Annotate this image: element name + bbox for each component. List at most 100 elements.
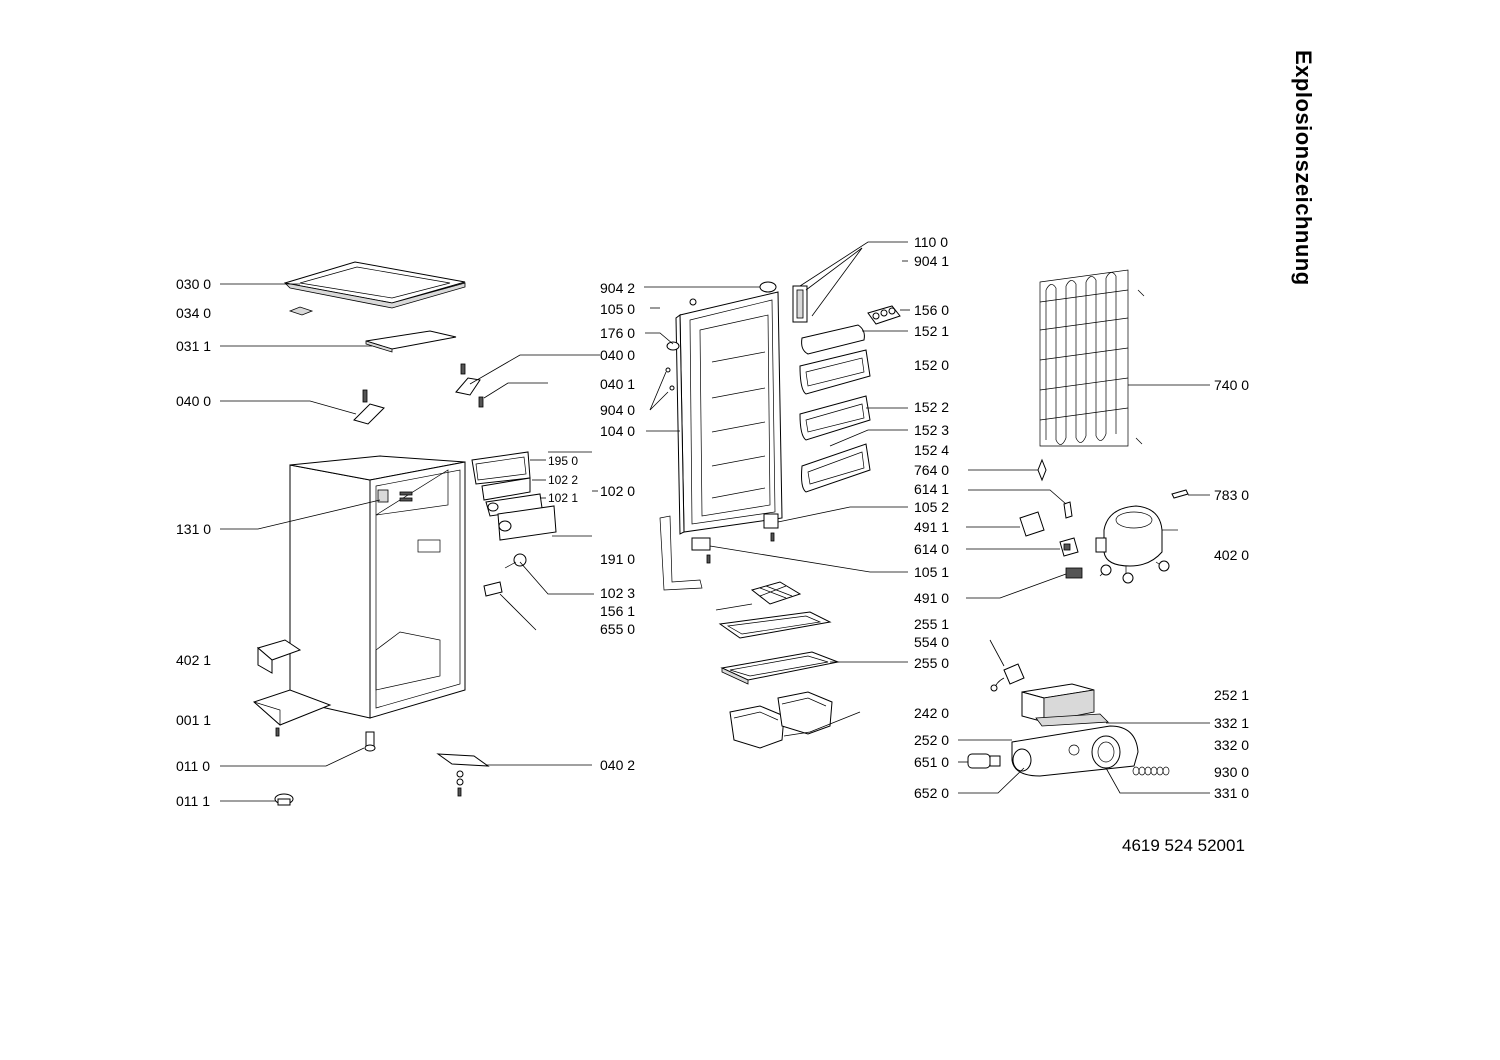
label-156-1: 156 1 <box>600 603 635 619</box>
door-shelf-1-part <box>799 349 871 395</box>
label-764-0: 764 0 <box>914 462 949 478</box>
bulb-part <box>967 753 1001 769</box>
label-904-0: 904 0 <box>600 402 635 418</box>
label-152-3: 152 3 <box>914 422 949 438</box>
label-152-4: 152 4 <box>914 442 949 458</box>
label-491-0: 491 0 <box>914 590 949 606</box>
drawing-title: Explosionszeichnung <box>1291 50 1316 286</box>
label-652-0: 652 0 <box>914 785 949 801</box>
label-740-0: 740 0 <box>1214 377 1249 393</box>
shelf-lower-part <box>720 651 840 685</box>
top-cover-part <box>283 261 466 309</box>
label-152-1: 152 1 <box>914 323 949 339</box>
tray-cover-part <box>365 330 457 353</box>
label-040-1: 040 1 <box>600 376 635 392</box>
label-904-2: 904 2 <box>600 280 635 296</box>
door-shelf-2-part <box>799 395 871 441</box>
label-554-0: 554 0 <box>914 634 949 650</box>
label-040-0-center: 040 0 <box>600 347 635 363</box>
door-part <box>675 291 783 535</box>
label-651-0: 651 0 <box>914 754 949 770</box>
label-152-0: 152 0 <box>914 357 949 373</box>
label-031-1: 031 1 <box>176 338 211 354</box>
spring-part <box>1132 766 1170 776</box>
label-930-0: 930 0 <box>1214 764 1249 780</box>
label-040-2: 040 2 <box>600 757 635 773</box>
hinge-bottom-part <box>436 753 490 797</box>
relay-switch-part <box>1059 537 1079 557</box>
label-104-0: 104 0 <box>600 423 635 439</box>
label-614-1: 614 1 <box>914 481 949 497</box>
terminal-part <box>1065 567 1083 579</box>
label-001-1: 001 1 <box>176 712 211 728</box>
door-bracket-top-part <box>763 513 779 542</box>
label-332-1: 332 1 <box>1214 715 1249 731</box>
compressor-part <box>1095 505 1178 584</box>
label-783-0: 783 0 <box>1214 487 1249 503</box>
part-labels: 030 0 034 0 031 1 040 0 131 0 402 1 001 … <box>176 234 1249 809</box>
label-011-0: 011 0 <box>176 758 210 774</box>
cabinet-body <box>289 455 466 719</box>
evaporator-frame-part <box>471 451 557 541</box>
label-156-0: 156 0 <box>914 302 949 318</box>
relay-part <box>1019 511 1045 537</box>
label-195-0: 195 0 <box>548 454 578 468</box>
label-110-0: 110 0 <box>914 234 948 250</box>
label-105-0: 105 0 <box>600 301 635 317</box>
label-252-0: 252 0 <box>914 732 949 748</box>
document-number: 4619 524 52001 <box>1122 836 1245 855</box>
feet-rail-part <box>253 639 332 737</box>
label-614-0: 614 0 <box>914 541 949 557</box>
label-332-0: 332 0 <box>1214 737 1249 753</box>
label-030-0: 030 0 <box>176 276 211 292</box>
cap-foot-part <box>274 793 294 806</box>
label-102-2: 102 2 <box>548 473 578 487</box>
pipe-valve-part <box>1037 458 1047 482</box>
label-252-1: 252 1 <box>1214 687 1249 703</box>
lamp-cable-part <box>990 663 1025 692</box>
shelf-upper-part <box>718 611 832 639</box>
label-904-1: 904 1 <box>914 253 949 269</box>
label-131-0: 131 0 <box>176 521 211 537</box>
hinge-top-right-part <box>455 363 484 408</box>
light-strip-part <box>1035 713 1109 727</box>
hinge-top-left-part <box>353 389 385 425</box>
door-bracket-bottom-part <box>691 537 711 564</box>
condenser-part <box>1039 269 1145 447</box>
thermostat-knob-part <box>504 553 527 569</box>
ice-tray-part <box>750 581 802 605</box>
label-176-0: 176 0 <box>600 325 635 341</box>
label-102-1: 102 1 <box>548 491 578 505</box>
door-hinge-plate-part <box>792 285 808 323</box>
label-105-2: 105 2 <box>914 499 949 515</box>
egg-tray-part <box>867 305 901 325</box>
drawers-part <box>729 691 833 749</box>
label-105-1: 105 1 <box>914 564 949 580</box>
label-102-0: 102 0 <box>600 483 635 499</box>
label-191-0: 191 0 <box>600 551 635 567</box>
lamp-holder-part <box>483 581 503 597</box>
label-331-0: 331 0 <box>1214 785 1249 801</box>
label-242-0: 242 0 <box>914 705 949 721</box>
tube-part <box>1171 489 1189 499</box>
door-shelf-cover-part <box>801 324 865 355</box>
label-255-0: 255 0 <box>914 655 949 671</box>
top-pin-part <box>665 281 777 391</box>
label-102-3: 102 3 <box>600 585 635 601</box>
leader-lines <box>220 241 1210 802</box>
clip-part <box>1063 501 1073 519</box>
label-040-0-left: 040 0 <box>176 393 211 409</box>
small-plate-part <box>288 306 314 316</box>
light-cover-part <box>1021 683 1095 723</box>
label-152-2: 152 2 <box>914 399 949 415</box>
label-655-0: 655 0 <box>600 621 635 637</box>
label-255-1: 255 1 <box>914 616 949 632</box>
thermostat-housing-part <box>1011 725 1139 777</box>
label-034-0: 034 0 <box>176 305 211 321</box>
door-shelf-3-part <box>801 443 871 493</box>
door-gasket-part <box>659 515 703 591</box>
label-491-1: 491 1 <box>914 519 949 535</box>
label-011-1: 011 1 <box>176 793 210 809</box>
